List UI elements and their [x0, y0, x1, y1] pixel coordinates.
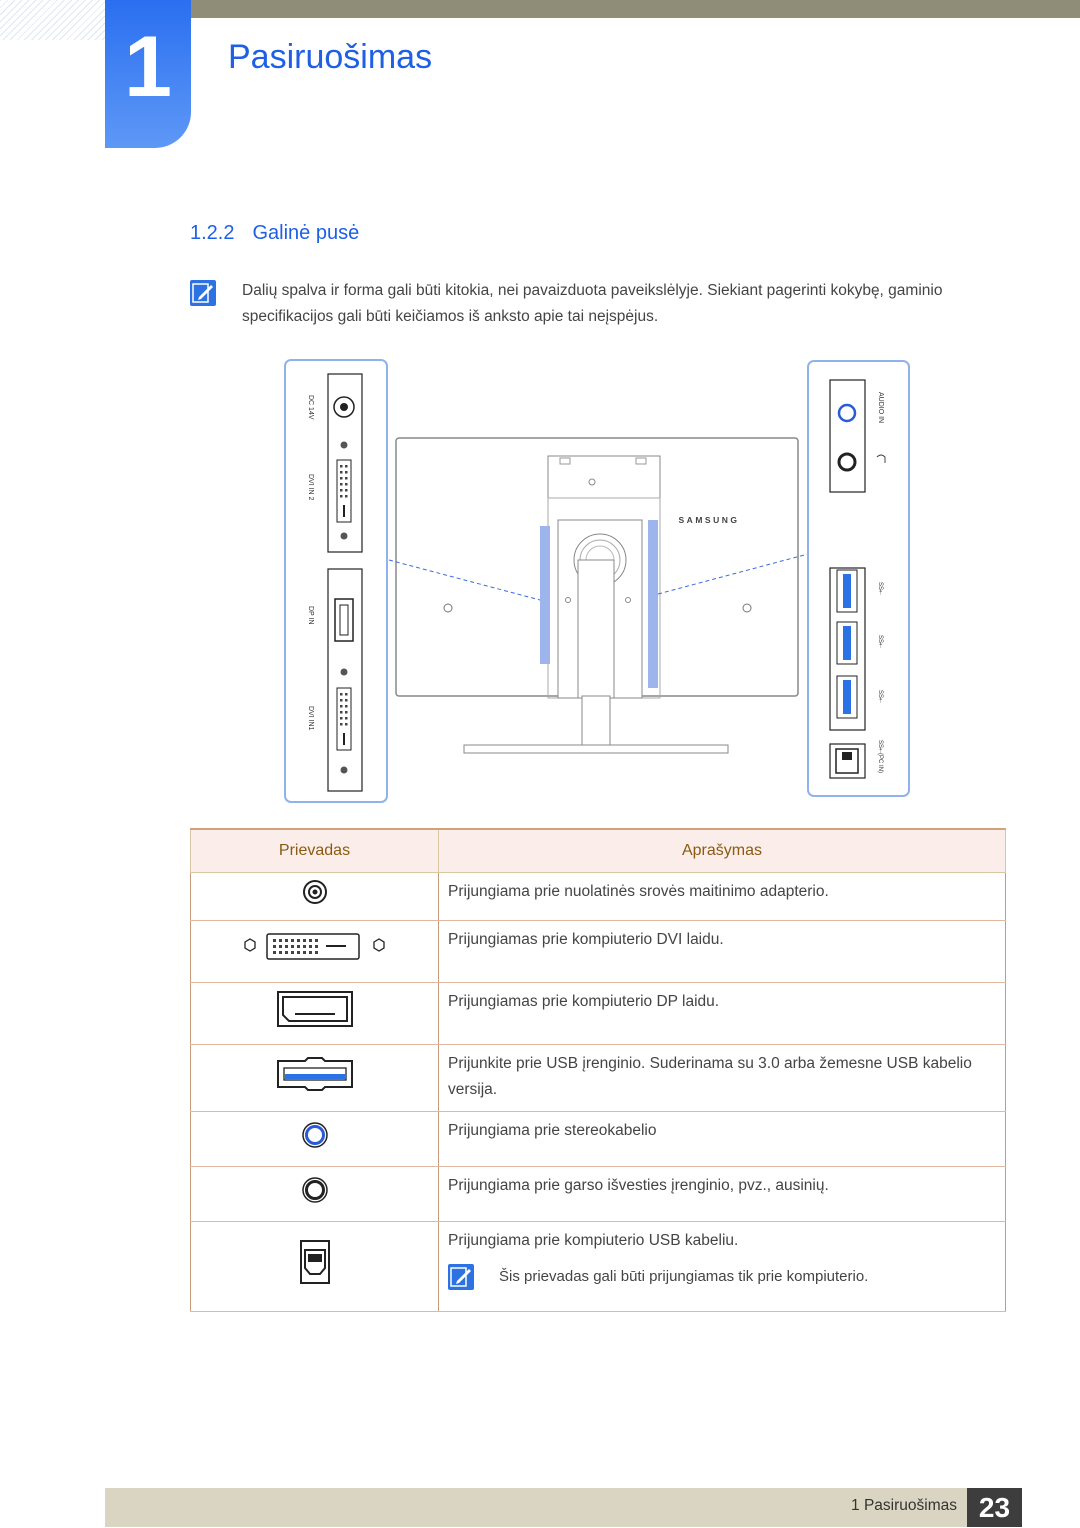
label-audio-in: AUDIO IN	[877, 392, 884, 423]
usb3-port-icon	[276, 1056, 353, 1091]
monitor-rear-figure: DC 14V DVI IN 2 DP IN DVI IN1 SAMSUNG	[284, 359, 910, 803]
table-row: Prijungiama prie kompiuterio USB kabeliu…	[190, 1221, 1006, 1312]
table-header-row: Prievadas Aprašymas	[190, 828, 1006, 873]
chapter-tab: 1	[105, 0, 191, 148]
label-usb-pc-in: SS⇠(PC IN)	[877, 740, 883, 773]
row-description: Prijungiamas prie kompiuterio DVI laidu.	[438, 920, 1006, 983]
row-description: Prijungiama prie kompiuterio USB kabeliu…	[448, 1232, 739, 1249]
footer-chapter-label: 1 Pasiruošimas	[851, 1497, 957, 1514]
chapter-title: Pasiruošimas	[228, 38, 433, 76]
displayport-icon	[276, 991, 353, 1027]
label-usb-2: SS⇠	[877, 635, 883, 648]
label-usb-1: SS⇠	[877, 582, 883, 595]
dc-power-port-icon	[302, 880, 327, 904]
page-number: 23	[967, 1488, 1022, 1527]
note-text: Dalių spalva ir forma gali būti kitokia,…	[242, 282, 943, 325]
section-number: 1.2.2	[190, 222, 235, 244]
row-note-text: Šis prievadas gali būti prijungiamas tik…	[499, 1268, 869, 1285]
dvi-port-icon	[243, 933, 385, 960]
left-port-panel: DC 14V DVI IN 2 DP IN DVI IN1	[284, 359, 388, 803]
row-description: Prijunkite prie USB įrenginio. Suderinam…	[438, 1044, 1006, 1112]
table-row: Prijungiama prie stereokabelio	[190, 1111, 1006, 1167]
table-row: Prijungiama prie nuolatinės srovės maiti…	[190, 872, 1006, 921]
usb-upstream-port-icon	[299, 1240, 330, 1284]
header-bar	[190, 0, 1080, 18]
row-description: Prijungiama prie stereokabelio	[438, 1111, 1006, 1167]
headphone-port-icon	[301, 1176, 328, 1203]
note-icon	[190, 280, 216, 306]
right-port-panel: AUDIO IN SS⇠ SS⇠ SS⇠ SS⇠(PC IN)	[807, 360, 910, 797]
label-usb-3: SS⇠	[877, 690, 883, 703]
label-dvi-in-2: DVI IN 2	[307, 474, 314, 501]
label-dp-in: DP IN	[307, 606, 314, 625]
table-row: Prijungiama prie garso išvesties įrengin…	[190, 1166, 1006, 1222]
footer-bar: 1 Pasiruošimas 23	[105, 1488, 1022, 1527]
row-description: Prijungiamas prie kompiuterio DP laidu.	[438, 982, 1006, 1045]
table-row: Prijungiamas prie kompiuterio DVI laidu.	[190, 920, 1006, 983]
ports-table: Prievadas Aprašymas Prijungiama prie nuo…	[190, 828, 1006, 1312]
chapter-number: 1	[124, 19, 172, 115]
audio-in-port-icon	[301, 1121, 328, 1148]
brand-logo: SAMSUNG	[679, 515, 740, 525]
table-row: Prijunkite prie USB įrenginio. Suderinam…	[190, 1044, 1006, 1112]
row-note: Šis prievadas gali būti prijungiamas tik…	[448, 1264, 995, 1296]
label-dvi-in1: DVI IN1	[307, 706, 314, 731]
table-row: Prijungiamas prie kompiuterio DP laidu.	[190, 982, 1006, 1045]
section-title: Galinė pusė	[252, 222, 360, 244]
note-icon	[448, 1264, 474, 1290]
monitor-back: SAMSUNG	[395, 437, 799, 754]
section-heading: 1.2.2 Galinė pusė	[190, 222, 359, 245]
column-header-description: Aprašymas	[438, 828, 1006, 873]
row-description: Prijungiama prie nuolatinės srovės maiti…	[438, 872, 1006, 921]
row-description: Prijungiama prie garso išvesties įrengin…	[438, 1166, 1006, 1222]
column-header-port: Prievadas	[190, 828, 439, 873]
label-dc-14v: DC 14V	[307, 395, 314, 420]
header-hatch-decoration	[0, 0, 105, 40]
